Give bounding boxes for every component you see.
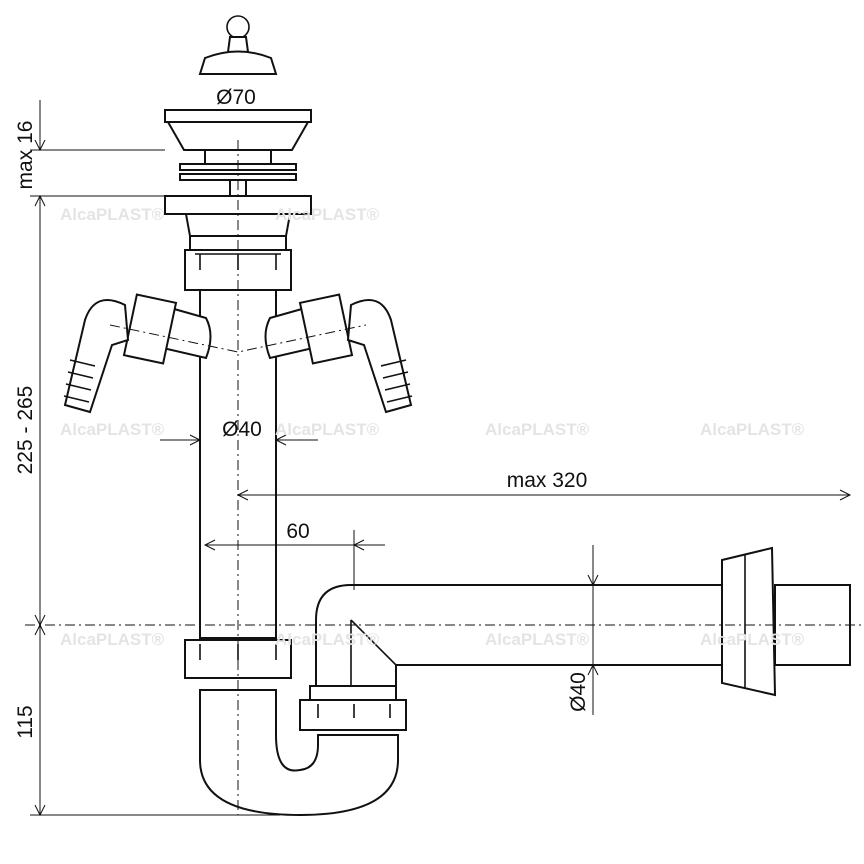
strainer [164, 109, 312, 291]
right-hose-connector [264, 293, 413, 414]
watermark: AlcaPLAST® [485, 630, 590, 649]
dim-body-height: 225 - 265 [14, 386, 37, 475]
watermark: AlcaPLAST® [60, 630, 165, 649]
dimension-lines [30, 100, 852, 817]
watermark: AlcaPLAST® [275, 420, 380, 439]
watermark: AlcaPLAST® [60, 420, 165, 439]
dim-max-length: max 320 [507, 469, 588, 492]
left-hose-connector [63, 293, 212, 414]
watermark: AlcaPLAST® [60, 205, 165, 224]
dim-tube-diameter: Ø40 [222, 418, 262, 441]
watermark: AlcaPLAST® [700, 420, 805, 439]
trap [184, 546, 851, 817]
dim-trap-depth: 115 [14, 705, 37, 738]
dim-offset: 60 [286, 520, 309, 543]
watermarks: AlcaPLAST® AlcaPLAST® AlcaPLAST® AlcaPLA… [60, 205, 805, 649]
dim-plug-diameter: Ø70 [216, 86, 256, 109]
dim-outlet-diameter: Ø40 [567, 672, 590, 712]
watermark: AlcaPLAST® [275, 630, 380, 649]
watermark: AlcaPLAST® [275, 205, 380, 224]
dim-strainer-height: max 16 [14, 121, 37, 190]
watermark: AlcaPLAST® [485, 420, 590, 439]
watermark: AlcaPLAST® [700, 630, 805, 649]
plug-stopper [198, 15, 278, 75]
